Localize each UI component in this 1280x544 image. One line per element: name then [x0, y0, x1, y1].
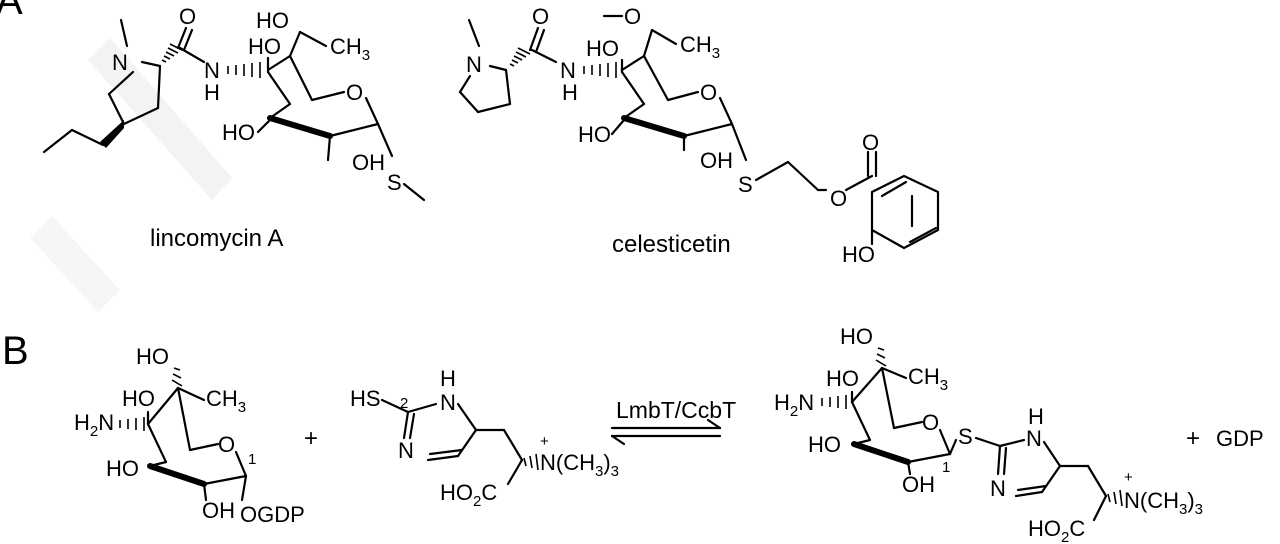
atom-ho: HO — [256, 8, 289, 33]
gdp-label: GDP — [1216, 426, 1264, 451]
atom-nh-h: H — [562, 80, 578, 105]
atom-oh: OH — [352, 150, 385, 175]
atom-ho: HO — [122, 386, 155, 411]
atom-ch3: CH3 — [680, 32, 720, 62]
atom-o: O — [922, 410, 939, 435]
panel-label-a: A — [0, 0, 23, 23]
atom-o: O — [700, 80, 717, 105]
atom-o: O — [346, 80, 363, 105]
atom-nme3: N(CH3)3 — [1124, 488, 1203, 518]
panel-label-b: B — [2, 329, 29, 373]
atom-h2n: H2N — [74, 410, 114, 440]
hercynylthiol-structure: HS 2 H N N + N(CH3)3 HO2C — [350, 366, 619, 510]
atom-ho: HO — [136, 344, 169, 369]
atom-ch3: CH3 — [206, 386, 246, 416]
atom-oh: OH — [902, 472, 935, 497]
atom-ho: HO — [808, 432, 841, 457]
atom-ch3: CH3 — [330, 34, 370, 64]
atom-n: N — [440, 390, 456, 415]
atom-ho: HO — [222, 120, 255, 145]
caption-lincomycin: lincomycin A — [150, 225, 283, 252]
reaction-plus-sign: + — [304, 425, 318, 452]
enzyme-label: LmbT/CcbT — [616, 397, 736, 423]
lincomycin-structure: N O N H HO — [42, 4, 426, 202]
atom-o: O — [218, 432, 235, 457]
label-carbon-1: 1 — [248, 451, 256, 468]
atom-n: N — [990, 476, 1006, 501]
atom-n: N — [112, 50, 128, 75]
atom-ho2c: HO2C — [1028, 516, 1085, 544]
atom-plus-charge: + — [540, 433, 549, 450]
atom-n: N — [398, 438, 414, 463]
atom-oh: OH — [700, 148, 733, 173]
caption-celesticetin: celesticetin — [612, 231, 731, 258]
atom-nme3: N(CH3)3 — [540, 450, 619, 480]
celesticetin-structure: N O N H HO O CH3 — [458, 4, 940, 267]
atom-ho: HO — [826, 366, 859, 391]
atom-nh-h: H — [204, 80, 220, 105]
atom-o-ester: O — [830, 186, 847, 211]
atom-oh: OH — [202, 498, 235, 523]
product-structure: HO CH3 HO H2N O HO OH 1 S — [774, 324, 1203, 544]
atom-h2n: H2N — [774, 390, 814, 420]
atom-s: S — [387, 170, 402, 195]
atom-ho: HO — [248, 34, 281, 59]
atom-ho: HO — [842, 242, 875, 267]
atom-ho: HO — [840, 324, 873, 349]
atom-o-carbonyl: O — [862, 130, 879, 155]
atom-ho: HO — [586, 36, 619, 61]
atom-h: H — [440, 366, 456, 391]
atom-ho2c: HO2C — [440, 480, 497, 510]
atom-nh-n: N — [560, 58, 576, 83]
atom-plus-charge: + — [1124, 469, 1133, 486]
atom-h: H — [1028, 404, 1044, 429]
atom-n: N — [466, 52, 482, 77]
atom-o-carbonyl: O — [179, 4, 196, 29]
gdp-sugar-structure: HO CH3 HO H2N O HO OH 1 OGDP — [74, 344, 305, 527]
atom-s: S — [738, 172, 753, 197]
watermark-band-tail — [30, 216, 120, 312]
atom-nh-n: N — [204, 58, 220, 83]
atom-ho: HO — [578, 122, 611, 147]
atom-o-carbonyl: O — [532, 4, 549, 29]
atom-ogdp: OGDP — [240, 502, 305, 527]
atom-ho: HO — [106, 456, 139, 481]
atom-ch3: CH3 — [908, 364, 948, 394]
watermark-band — [88, 38, 232, 200]
label-carbon-2: 2 — [400, 395, 408, 412]
atom-o-methoxy: O — [624, 4, 641, 29]
atom-hs: HS — [350, 386, 381, 411]
equilibrium-arrow: LmbT/CcbT — [610, 397, 736, 446]
atom-s: S — [958, 424, 973, 449]
label-carbon-1: 1 — [942, 459, 950, 476]
product-plus-sign: + — [1186, 425, 1200, 452]
atom-n: N — [1026, 426, 1042, 451]
